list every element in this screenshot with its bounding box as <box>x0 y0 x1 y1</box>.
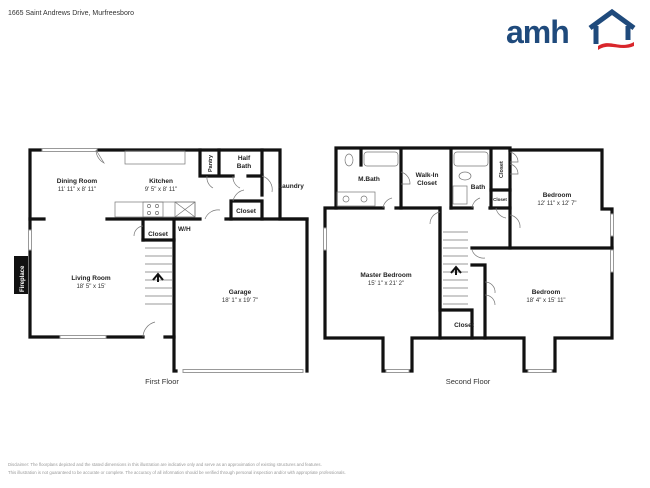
closet-label: Closet <box>454 322 475 329</box>
dining-room-dims: 11' 11" x 8' 11" <box>58 187 96 193</box>
master-bedroom-dims: 15' 1" x 21' 2" <box>368 281 404 287</box>
closet-label: Closet <box>148 231 169 238</box>
property-address: 1665 Saint Andrews Drive, Murfreesboro <box>8 10 135 17</box>
master-bedroom-label: Master Bedroom <box>360 272 412 279</box>
disclaimer-line-2: This illustration is not guaranteed to b… <box>8 470 346 475</box>
amh-logo: amh <box>500 6 640 54</box>
bedroom-dims: 12' 11" x 12' 7" <box>537 201 576 207</box>
closet-label: Closet <box>236 208 257 215</box>
bedroom-label: Bedroom <box>532 289 561 296</box>
fireplace <box>14 256 28 294</box>
walk-in-closet-label-1: Walk-In <box>416 172 439 179</box>
house-roof-icon <box>588 8 636 50</box>
disclaimer-line-1: Disclaimer: The floorplans depicted and … <box>8 462 322 467</box>
first-floor-label: First Floor <box>145 377 179 386</box>
walk-in-closet-label-2: Closet <box>417 180 438 187</box>
kitchen-dims: 9' 5" x 8' 11" <box>145 187 177 193</box>
living-room-dims: 18' 5" x 15' <box>76 284 105 290</box>
garage-dims: 18' 1" x 19' 7" <box>222 298 258 304</box>
half-bath-label-2: Bath <box>237 163 251 170</box>
linen-closet-label: Closet <box>493 197 507 202</box>
kitchen-label: Kitchen <box>149 178 173 185</box>
pantry-label: Pantry <box>208 154 214 172</box>
closet-label: Closet <box>499 161 505 178</box>
water-heater-label: W/H <box>178 226 191 233</box>
second-floor-label: Second Floor <box>446 377 491 386</box>
garage-label: Garage <box>229 289 252 296</box>
laundry-label: Laundry <box>278 183 304 190</box>
dining-room-label: Dining Room <box>57 178 98 185</box>
half-bath-label-1: Half <box>238 155 251 162</box>
fireplace-label: Fireplace <box>20 265 26 292</box>
logo-wordmark: amh <box>506 14 570 50</box>
master-bath-label: M.Bath <box>358 176 380 183</box>
bedroom-label: Bedroom <box>543 192 572 199</box>
bath-label: Bath <box>471 184 485 191</box>
bedroom-dims: 18' 4" x 15' 11" <box>526 298 565 304</box>
living-room-label: Living Room <box>71 275 111 282</box>
